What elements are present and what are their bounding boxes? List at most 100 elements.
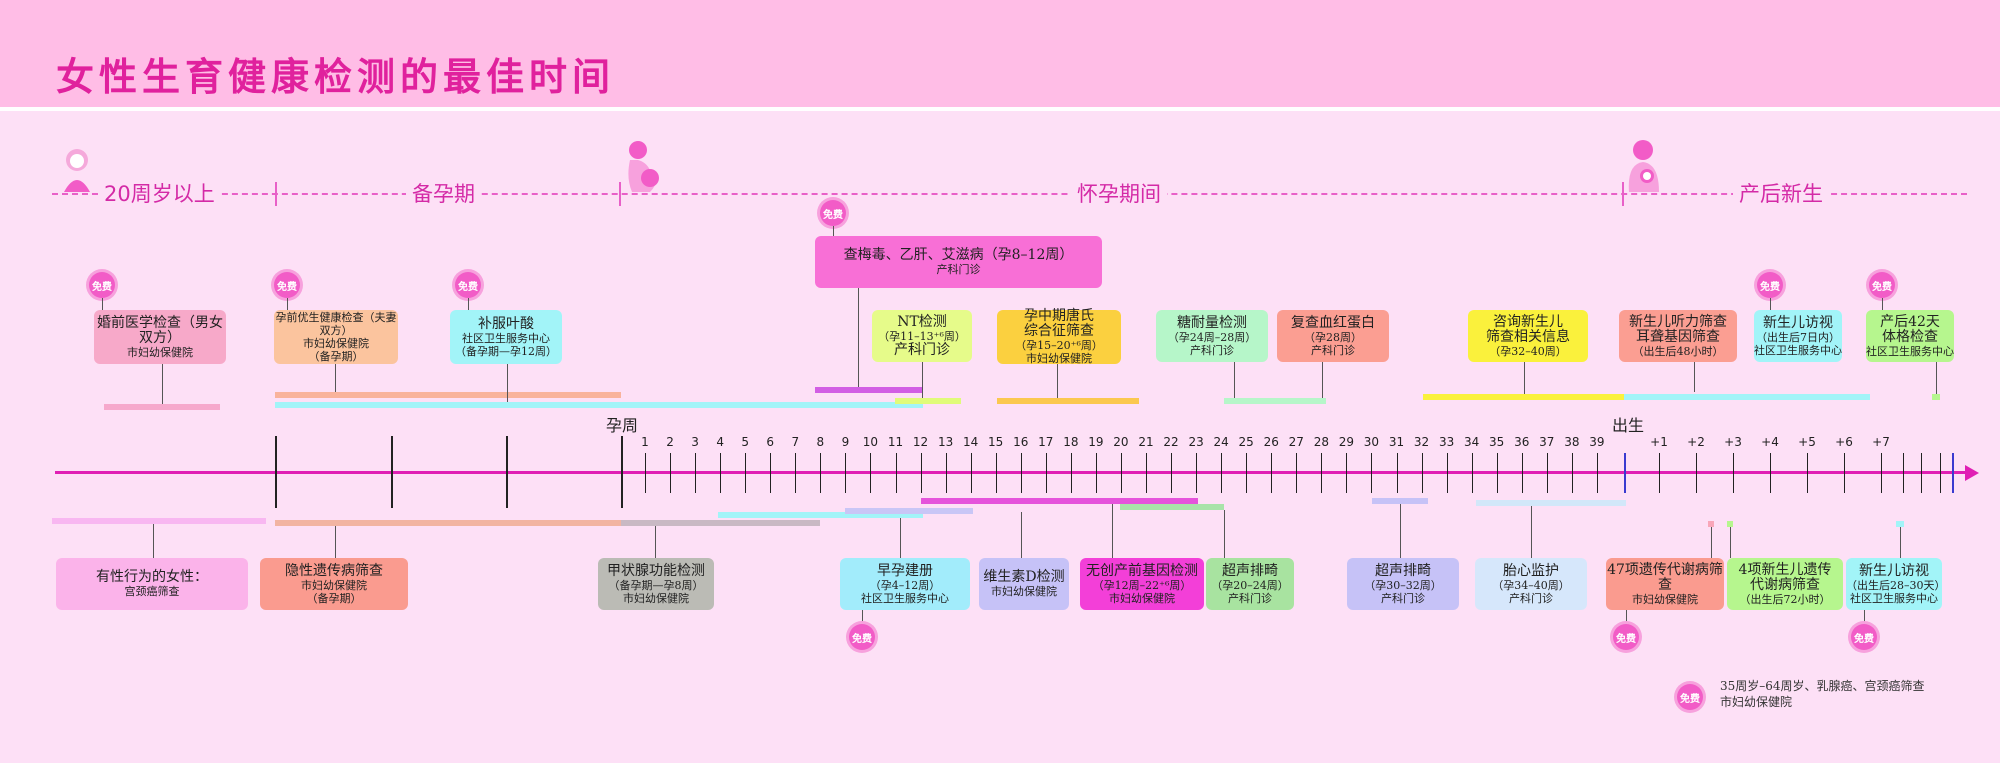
- thyroid-function-test-box: 甲状腺功能检测（备孕期—孕8周）市妇幼保健院: [598, 558, 714, 610]
- postnatal-label: +6: [1835, 435, 1853, 449]
- newborn-hearing-screening-box: 新生儿听力筛查耳聋基因筛查（出生后48小时）: [1619, 310, 1737, 362]
- week-label: 1: [641, 435, 649, 449]
- range-bar: [1708, 521, 1714, 527]
- week-tick: [1571, 453, 1573, 493]
- connector-line: [1057, 364, 1058, 398]
- pregnancy-week-label: 孕周: [606, 416, 639, 435]
- week-label: 16: [1013, 435, 1029, 449]
- week-label: 19: [1088, 435, 1104, 449]
- connector-line: [833, 226, 834, 238]
- fetal-heart-monitoring-box: 胎心监护（孕34–40周）产科门诊: [1475, 558, 1587, 610]
- postnatal-label: +5: [1798, 435, 1816, 449]
- connector-line: [335, 364, 336, 392]
- postpartum-42day-check-box: 产后42天体格检查社区卫生服务中心: [1866, 310, 1954, 362]
- newborn-metabolic-4-box: 4项新生儿遗传代谢病筛查（出生后72小时）: [1727, 558, 1843, 610]
- range-bar: [1120, 504, 1224, 510]
- week-label: 21: [1138, 435, 1154, 449]
- connector-line: [1711, 527, 1712, 558]
- week-label: 22: [1163, 435, 1179, 449]
- week-label: 38: [1564, 435, 1580, 449]
- week-tick: [970, 453, 972, 493]
- free-badge: 免费: [1677, 684, 1703, 710]
- connector-line: [1864, 610, 1865, 624]
- week-tick: [1120, 453, 1122, 493]
- free-badge: 免费: [820, 200, 846, 226]
- connector-line: [1900, 527, 1901, 558]
- week-label: 8: [816, 435, 825, 449]
- week-tick: [1396, 453, 1398, 493]
- week-tick: [1496, 453, 1498, 493]
- week-label: 18: [1063, 435, 1079, 449]
- free-badge: 免费: [1851, 624, 1877, 650]
- connector-line: [153, 524, 154, 558]
- postnatal-tick: [1807, 453, 1808, 493]
- header-band: [0, 0, 2000, 111]
- range-bar: [1224, 398, 1326, 404]
- nipt-test-box: 无创产前基因检测（孕12周–22⁺⁶周）市妇幼保健院: [1080, 558, 1204, 610]
- newborn-visit-28days-box: 新生儿访视（出生后28–30天）社区卫生服务中心: [1846, 558, 1946, 610]
- early-pregnancy-registration-box: 早孕建册（孕4–12周）社区卫生服务中心: [840, 558, 970, 610]
- phase-tick-mark: [506, 436, 508, 508]
- week-label: 7: [791, 435, 800, 449]
- week-label: 20: [1113, 435, 1129, 449]
- timeline-arrow: [1965, 465, 1979, 481]
- week-label: 13: [937, 435, 954, 449]
- postnatal-tick: [1903, 453, 1904, 493]
- week-tick: [1296, 453, 1298, 493]
- mother-baby-icon: [1628, 140, 1659, 192]
- breast-cervical-screening-note: 35周岁–64周岁、乳腺癌、宫颈癌筛查市妇幼保健院: [1720, 679, 1925, 709]
- week-label: 24: [1213, 435, 1229, 449]
- week-tick: [1596, 453, 1598, 493]
- page-title: 女性生育健康检测的最佳时间: [56, 55, 616, 99]
- week-label: 29: [1338, 435, 1355, 449]
- week-tick: [995, 453, 997, 493]
- week-label: 17: [1038, 435, 1054, 449]
- connector-line: [862, 610, 863, 624]
- connector-line: [1770, 298, 1771, 310]
- week-tick: [820, 453, 822, 493]
- week-label: 27: [1288, 435, 1304, 449]
- postnatal-tick: [1733, 453, 1734, 493]
- pregnant-woman-icon: [628, 141, 659, 192]
- postnatal-tick: [1940, 453, 1941, 493]
- week-tick: [745, 453, 747, 493]
- newborn-visit-7days-box: 新生儿访视（出生后7日内）社区卫生服务中心: [1754, 310, 1842, 362]
- phase-divider: [1622, 182, 1624, 206]
- week-tick: [1095, 453, 1097, 493]
- week-tick: [1171, 453, 1173, 493]
- postnatal-tick: [1921, 453, 1922, 493]
- week-tick: [845, 453, 847, 493]
- range-bar: [997, 398, 1139, 404]
- phase-label-prepregnancy: 备孕期: [406, 178, 481, 208]
- vitamin-d-test-box: 维生素D检测市妇幼保健院: [979, 558, 1069, 610]
- postnatal-tick: [1770, 453, 1771, 493]
- connector-line: [1882, 298, 1883, 310]
- range-bar: [275, 520, 621, 526]
- postnatal-tick: [1881, 453, 1882, 493]
- week-label: 31: [1388, 435, 1405, 449]
- week-label: 10: [862, 435, 879, 449]
- postnatal-label: +4: [1761, 435, 1779, 449]
- phase-label-adult: 20周岁以上: [98, 178, 221, 208]
- metabolic-screening-47-box: 47项遗传代谢病筛查市妇幼保健院: [1606, 558, 1724, 610]
- phase-tick-mark: [391, 436, 393, 508]
- birth-tick: [1624, 453, 1626, 493]
- week-tick: [1371, 453, 1373, 493]
- connector-line: [1626, 610, 1627, 624]
- connector-line: [468, 298, 469, 310]
- free-badge: 免费: [89, 272, 115, 298]
- connector-line: [287, 298, 288, 310]
- week-tick: [770, 453, 772, 493]
- premarital-check-box: 婚前医学检查（男女双方）市妇幼保健院: [94, 310, 226, 364]
- range-bar: [1727, 521, 1733, 527]
- week-label: 12: [912, 435, 929, 449]
- connector-line: [1730, 527, 1731, 558]
- week-label: 6: [766, 435, 775, 449]
- week-tick: [945, 453, 947, 493]
- timeline-axis: [55, 471, 1975, 474]
- week-label: 30: [1363, 435, 1380, 449]
- week-label: 28: [1313, 435, 1329, 449]
- connector-line: [507, 364, 508, 402]
- week-label: 23: [1188, 435, 1204, 449]
- postnatal-label: +1: [1650, 435, 1668, 449]
